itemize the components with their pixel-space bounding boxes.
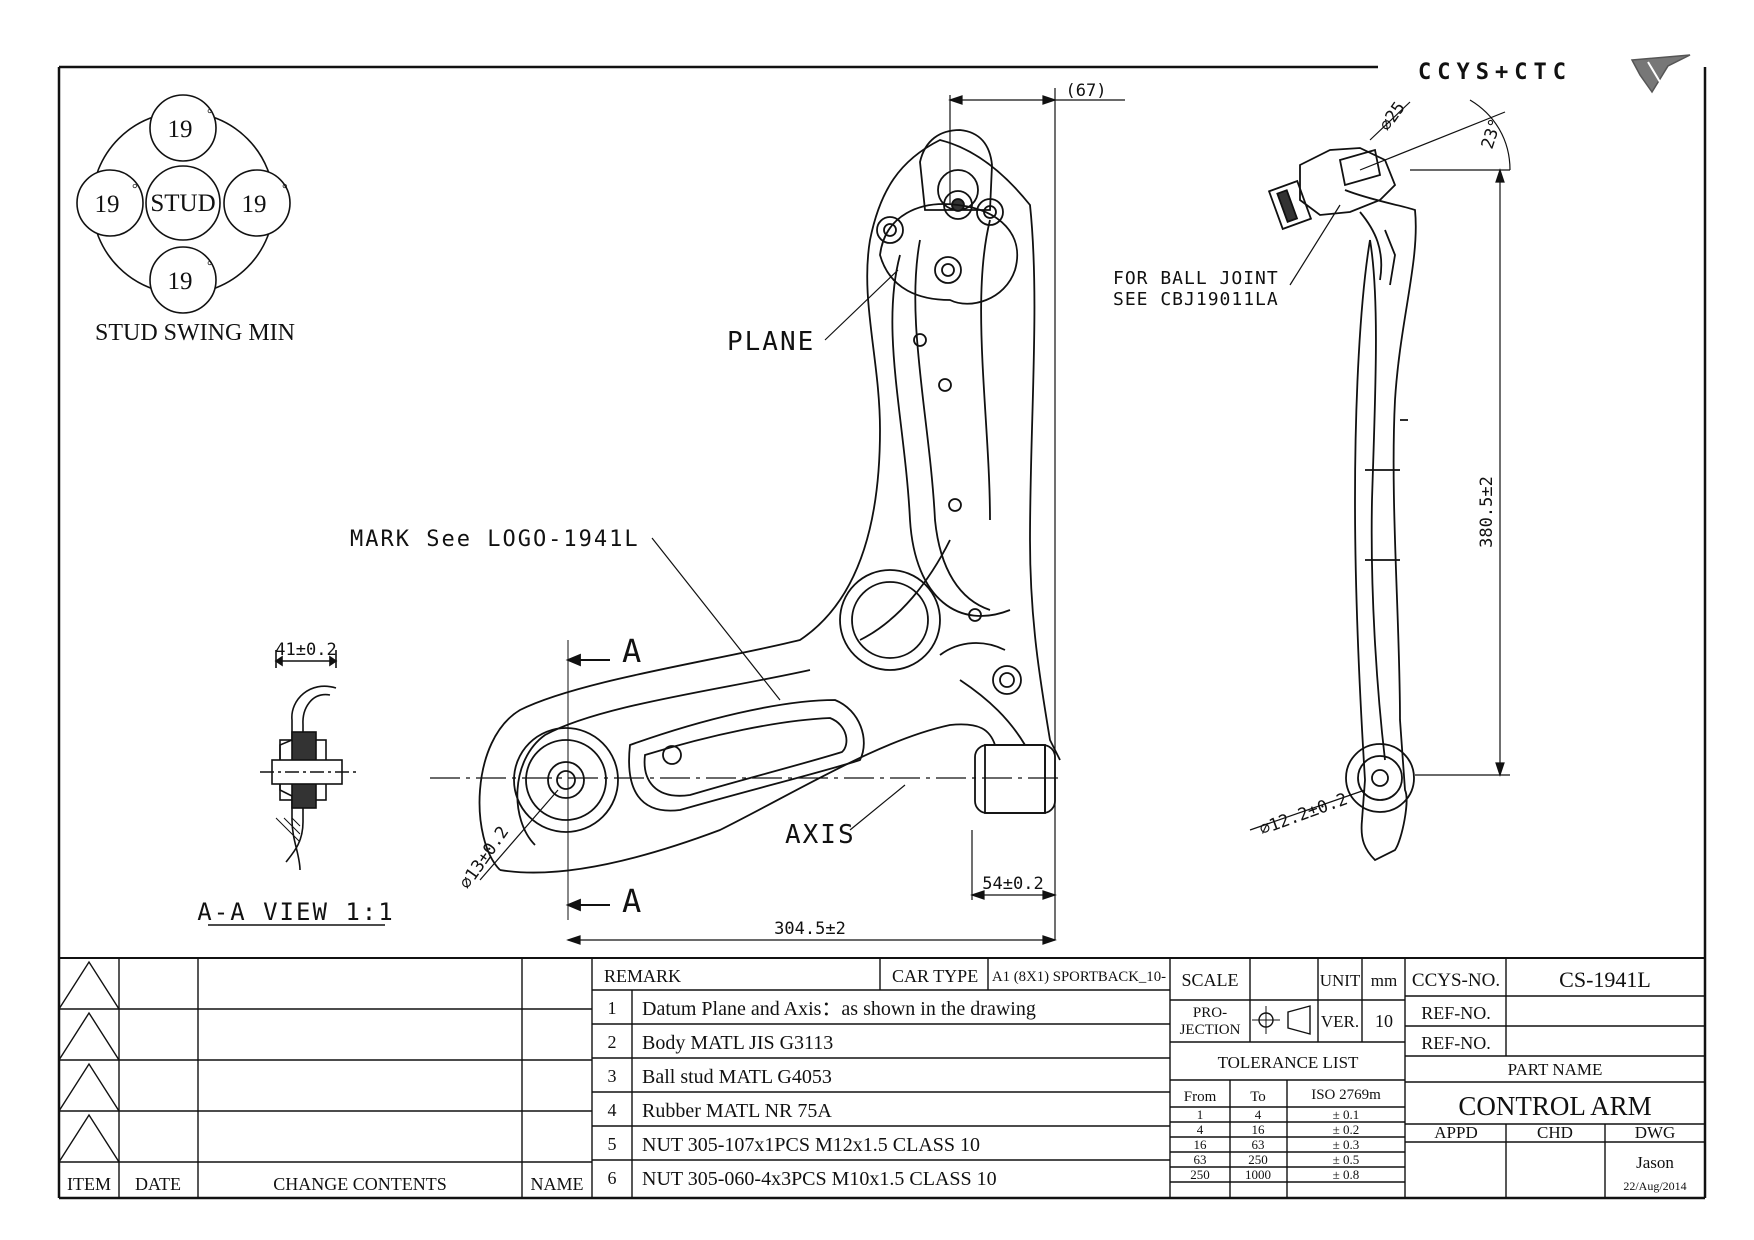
drawn-by: Jason [1636, 1153, 1674, 1172]
tolerance-row-3-to: 63 [1252, 1137, 1265, 1152]
tolerance-title: TOLERANCE LIST [1218, 1053, 1359, 1072]
tolerance-header-iso: ISO 2769m [1311, 1087, 1381, 1103]
dwg-label: DWG [1635, 1123, 1676, 1142]
tolerance-header-from: From [1184, 1089, 1217, 1105]
dim-rear-bushing: ⌀12.2±0.2 [1257, 789, 1350, 839]
drawing-border [57, 65, 1707, 1200]
stud-swing-diagram [76, 94, 291, 314]
stud-center-label: STUD [150, 190, 215, 217]
label-axis: AXIS [785, 820, 856, 850]
title-block-grid [58, 957, 1705, 1198]
projection-label-1: PRO- [1193, 1005, 1227, 1021]
ref-no-label-2: REF-NO. [1421, 1033, 1491, 1053]
tolerance-row-5-from: 250 [1190, 1167, 1210, 1182]
remark-text-1: Datum Plane and Axis：as shown in the dra… [642, 998, 1036, 1020]
section-width-dim: 41±0.2 [275, 640, 336, 660]
stud-angle-top: 19 [168, 116, 193, 143]
tolerance-row-1-to: 4 [1255, 1107, 1262, 1122]
side-view-dimensions [1249, 99, 1511, 831]
tolerance-row-4-to: 250 [1248, 1152, 1268, 1167]
logo-text: CCYS+CTC [1418, 60, 1572, 85]
tolerance-row-4-tol: ± 0.5 [1333, 1152, 1360, 1167]
remark-no-1: 1 [608, 998, 617, 1018]
remark-no-4: 4 [608, 1100, 617, 1120]
scale-label: SCALE [1181, 970, 1238, 990]
ccys-no-label: CCYS-NO. [1412, 970, 1500, 991]
car-type-label: CAR TYPE [892, 966, 978, 986]
main-view-dimensions [479, 88, 1125, 945]
logo-mark-icon [1630, 54, 1691, 94]
tolerance-row-4-from: 63 [1194, 1152, 1207, 1167]
chd-label: CHD [1537, 1123, 1573, 1142]
remark-no-3: 3 [608, 1066, 617, 1086]
tolerance-header-to: To [1250, 1089, 1266, 1105]
remark-no-2: 2 [608, 1032, 617, 1052]
remark-header: REMARK [604, 966, 681, 986]
tolerance-row-3-tol: ± 0.3 [1333, 1137, 1360, 1152]
stud-angle-right: 19 [242, 191, 267, 218]
remark-no-6: 6 [608, 1168, 617, 1188]
tolerance-row-2-from: 4 [1197, 1122, 1204, 1137]
remark-text-6: NUT 305-060-4x3PCS M10x1.5 CLASS 10 [642, 1168, 997, 1190]
dim-side-height: 380.5±2 [1477, 476, 1497, 548]
stud-angle-bottom: 19 [168, 268, 193, 295]
unit-value: mm [1371, 971, 1397, 990]
section-cut-label-bottom: A [622, 882, 641, 920]
control-arm-main-view [430, 129, 1061, 920]
ball-joint-note-line-2: SEE CBJ19011LA [1113, 289, 1279, 310]
degree-mark-left: ° [132, 182, 138, 197]
ref-no-label-1: REF-NO. [1421, 1003, 1491, 1023]
label-plane: PLANE [727, 327, 815, 357]
section-view-caption: A-A VIEW 1:1 [197, 898, 394, 926]
projection-label-2: JECTION [1180, 1022, 1241, 1038]
drawing-date: 22/Aug/2014 [1623, 1179, 1686, 1193]
dim-front-bushing: ⌀13±0.2 [456, 823, 513, 893]
part-name-value: CONTROL ARM [1458, 1091, 1651, 1121]
ver-value: 10 [1375, 1011, 1393, 1031]
degree-mark-bottom: ° [207, 259, 213, 274]
degree-mark-top: ° [207, 107, 213, 122]
remark-text-2: Body MATL JIS G3113 [642, 1032, 833, 1054]
dim-overall-length: 304.5±2 [774, 919, 846, 939]
tolerance-row-3-from: 16 [1194, 1137, 1208, 1152]
dim-top-offset: (67) [1066, 81, 1107, 101]
dim-sleeve-width: 54±0.2 [982, 874, 1043, 894]
tolerance-row-2-to: 16 [1252, 1122, 1266, 1137]
car-type-value: A1 (8X1) SPORTBACK_10- [992, 969, 1166, 985]
ccys-no-value: CS-1941L [1559, 967, 1651, 992]
appd-label: APPD [1434, 1123, 1477, 1142]
stud-angle-left: 19 [95, 191, 120, 218]
rev-header-change: CHANGE CONTENTS [273, 1174, 447, 1194]
stud-swing-caption: STUD SWING MIN [95, 320, 295, 346]
ball-joint-note-line-1: FOR BALL JOINT [1113, 268, 1279, 289]
ver-label: VER. [1321, 1012, 1359, 1031]
unit-label: UNIT [1320, 971, 1361, 990]
tolerance-row-5-tol: ± 0.8 [1333, 1167, 1360, 1182]
tolerance-row-1-tol: ± 0.1 [1333, 1107, 1360, 1122]
remark-text-3: Ball stud MATL G4053 [642, 1066, 832, 1088]
remark-no-5: 5 [608, 1134, 617, 1154]
tolerance-row-2-tol: ± 0.2 [1333, 1122, 1360, 1137]
remark-text-4: Rubber MATL NR 75A [642, 1100, 832, 1122]
section-view-a-a [208, 650, 385, 926]
remark-text-5: NUT 305-107x1PCS M12x1.5 CLASS 10 [642, 1134, 980, 1156]
tolerance-row-1-from: 1 [1197, 1107, 1204, 1122]
label-mark-logo: MARK See LOGO-1941L [350, 527, 640, 552]
control-arm-side-view [1267, 147, 1417, 862]
rev-header-name: NAME [531, 1174, 584, 1194]
part-name-label: PART NAME [1508, 1060, 1603, 1079]
degree-mark-right: ° [282, 182, 288, 197]
brand-logo: CCYS+CTC [1418, 54, 1691, 94]
rev-header-item: ITEM [67, 1174, 111, 1194]
tolerance-row-5-to: 1000 [1245, 1167, 1271, 1182]
rev-header-date: DATE [135, 1174, 181, 1194]
section-cut-label-top: A [622, 632, 641, 670]
